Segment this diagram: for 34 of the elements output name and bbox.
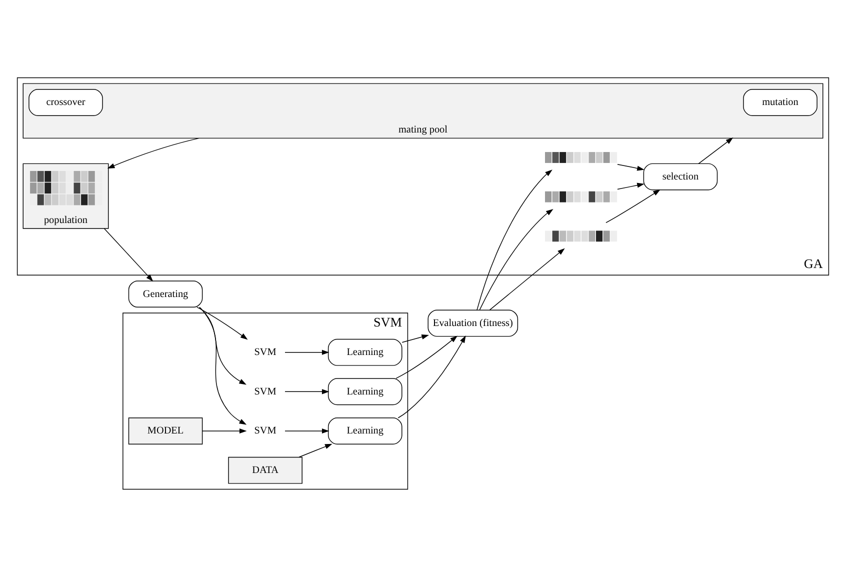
node-box: selection xyxy=(643,163,718,190)
node-box: DATA xyxy=(228,456,302,484)
cluster: population xyxy=(22,163,109,229)
node-box: Learning xyxy=(328,378,402,406)
node-text: SVM xyxy=(254,386,276,398)
arrow xyxy=(284,350,330,355)
node-box: crossover xyxy=(28,89,103,116)
arrow xyxy=(198,306,246,385)
arrow xyxy=(617,164,644,171)
node-box: Learning xyxy=(328,338,402,366)
arrow xyxy=(489,248,565,310)
arrow xyxy=(396,336,458,379)
node-text: SVM xyxy=(254,426,276,437)
arrow xyxy=(284,428,330,434)
arrow xyxy=(698,138,734,164)
arrow xyxy=(107,138,200,168)
arrow xyxy=(199,307,247,425)
node-box: Learning xyxy=(328,418,402,444)
node-box: MODEL xyxy=(128,418,203,444)
node-text: SVM xyxy=(254,347,276,358)
arrow xyxy=(284,389,330,394)
arrow xyxy=(402,334,429,343)
arrow xyxy=(606,189,660,224)
node-box: Generating xyxy=(128,280,203,308)
node-box: Evaluation (fitness) xyxy=(428,310,518,337)
arrow xyxy=(298,444,332,458)
node-box: mutation xyxy=(743,89,818,116)
arrow xyxy=(196,306,248,340)
arrow xyxy=(476,170,552,310)
arrow xyxy=(104,228,154,282)
arrow xyxy=(617,182,644,190)
arrow xyxy=(202,428,247,434)
arrow xyxy=(479,208,554,310)
arrow xyxy=(398,336,466,418)
